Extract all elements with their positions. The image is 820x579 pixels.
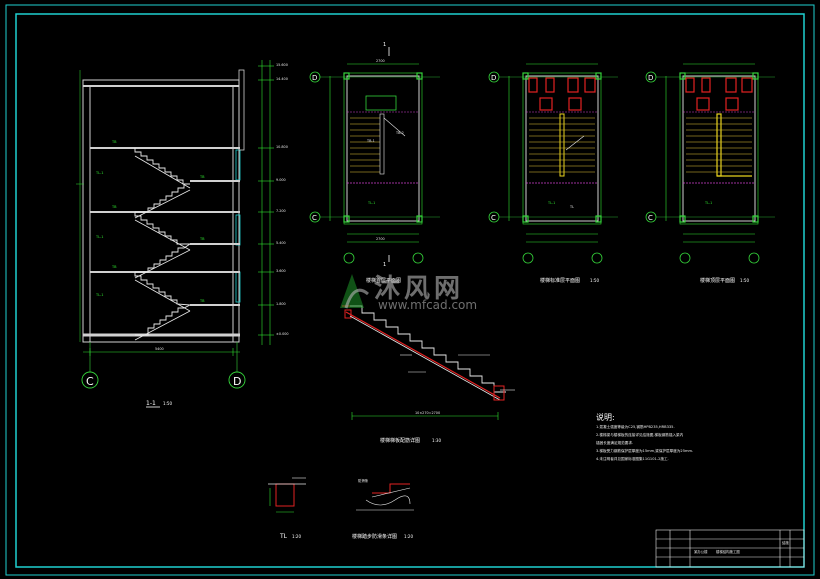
svg-text:TL-1: TL-1 [95,235,104,239]
axis-d-label: D [233,375,241,388]
plan3-caption: 楼梯顶层平面图 [700,277,735,284]
design-notes: 说明: 1.混凝土强度等级为C25,钢筋HPB235,HRB335. 2.楼梯梁… [596,412,746,463]
svg-text:9.000: 9.000 [276,178,286,182]
svg-text:TB: TB [199,175,205,179]
svg-text:3.600: 3.600 [276,269,286,273]
svg-text:5.400: 5.400 [276,241,286,245]
detail2-scale: 1:20 [292,534,301,539]
svg-text:TL-1: TL-1 [367,201,375,205]
svg-text:±0.000: ±0.000 [276,332,289,336]
svg-text:TL-1: TL-1 [547,201,555,205]
notes-title: 说明: [596,413,615,422]
plan2-caption: 楼梯标准层平面图 [540,277,580,284]
plan2-axis-d: D [491,74,496,82]
notes-line: 1.混凝土强度等级为C25,钢筋HPB235,HRB335. [596,425,675,429]
inner-frame [15,13,805,568]
svg-text:TB-2: TB-2 [395,131,404,135]
svg-text:2700: 2700 [376,237,385,241]
svg-text:TB-1: TB-1 [366,139,375,143]
plan3-axis-c: C [648,214,653,222]
svg-text:1.800: 1.800 [276,302,286,306]
title-block-project: 某办公楼 [694,549,708,554]
plan3-scale: 1:50 [740,278,749,283]
svg-text:7.200: 7.200 [276,209,286,213]
svg-text:2700: 2700 [376,59,385,63]
plan1-axis-d: D [312,74,317,82]
svg-text:TB: TB [199,237,205,241]
svg-text:TB: TB [111,265,117,269]
detail2-caption: TL [279,533,288,540]
plan3-axis-d: D [648,74,653,82]
section-scale: 1:50 [163,401,172,406]
detail1-caption: 楼梯梯板配筋详图 [380,437,420,444]
detail-tl-beam: TL 1:20 [268,477,306,540]
plan2-axis-c: C [491,214,496,222]
notes-line: 锚固长度满足规范要求. [596,441,634,445]
notes-line: 3.梯板受力钢筋保护层厚度为15mm,梁保护层厚度为25mm. [596,449,694,453]
plan1-section-mark-bottom: 1 [383,262,386,268]
svg-text:TL-1: TL-1 [95,171,104,175]
notes-line: 4.未注明者详见国家标准图集11G101-2施工. [596,457,669,461]
detail1-scale: 1:30 [432,438,441,443]
plan1-section-mark-top: 1 [383,42,386,48]
detail-anti-slip: 防滑条 楼梯踏步防滑条详图 1:20 [352,478,414,540]
detail3-scale: 1:20 [404,534,413,539]
svg-text:TB: TB [199,299,205,303]
title-block [655,529,805,568]
svg-text:TL: TL [569,205,574,209]
svg-text:TB: TB [111,140,117,144]
svg-text:10×270=2700: 10×270=2700 [415,411,440,415]
svg-text:10.800: 10.800 [276,145,288,149]
plan1-axis-c: C [312,214,317,222]
plan2-scale: 1:50 [590,278,599,283]
outer-frame [5,4,815,576]
title-block-sheet: 结施 [782,540,789,545]
plan1-caption: 楼梯首层平面图 [366,277,401,284]
plan-standard-floor: TL-1 TL D C 楼梯标准层平面图 1:50 [488,63,618,284]
svg-text:TB: TB [111,205,117,209]
title-block-drawing: 楼梯结构施工图 [716,549,740,554]
notes-line: 2.楼梯梁与楼梯板的连接详见结施图,梯板钢筋锚入梁内 [596,433,684,437]
svg-text:TL-1: TL-1 [704,201,712,205]
detail-stair-slab: 10×270=2700 楼梯梯板配筋详图 1:30 [342,305,515,444]
plan-top-floor: TL-1 D C 楼梯顶层平面图 1:50 [645,63,775,284]
svg-text:防滑条: 防滑条 [358,478,369,483]
svg-text:14.400: 14.400 [276,77,288,81]
svg-text:15.600: 15.600 [276,63,288,67]
svg-text:5400: 5400 [155,347,164,351]
section-caption: 1-1 [146,400,156,407]
axis-c-label: C [86,375,94,388]
detail3-caption: 楼梯踏步防滑条详图 [352,533,397,540]
svg-text:TL-1: TL-1 [95,293,104,297]
plan-first-floor: TL-1 TB-1 TB-2 2700 2700 D C 1 1 楼梯首层平面图 [309,42,440,284]
